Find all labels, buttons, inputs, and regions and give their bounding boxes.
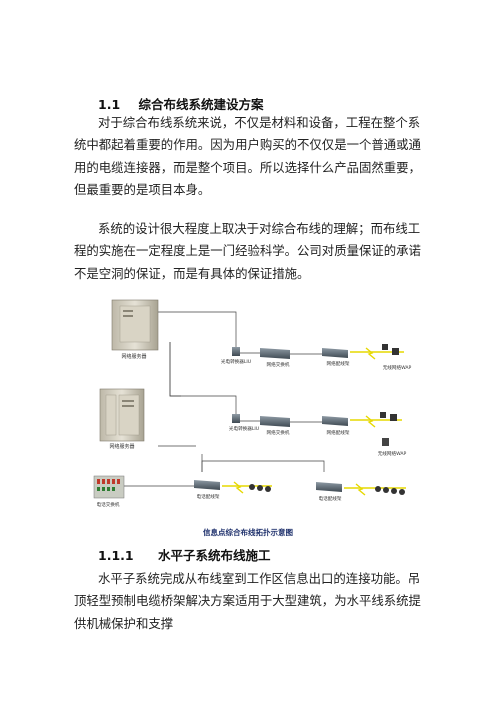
patch-panel-label: 网络配线架: [327, 360, 350, 367]
section-number: 1.1: [98, 97, 121, 112]
phone-panel-label: 电话配线架: [319, 495, 342, 502]
server-label: 网络服务器: [121, 353, 146, 360]
network-patch-panel-1: 网络配线架: [322, 348, 350, 367]
phone-patch-panel-2: 电话配线架: [316, 482, 406, 502]
server-label: 网络服务器: [109, 443, 134, 450]
phone-patch-panel-1: 电话配线架: [194, 480, 272, 500]
topology-diagram: 网络服务器 网络服务器 光电转换器LIU 光电转换器LIU 网络交换机 网络交换…: [93, 299, 412, 508]
switch-label: 网络交换机: [267, 429, 290, 436]
network-patch-panel-2: 网络配线架: [322, 416, 350, 436]
converter-label: 光电转换器LIU: [221, 358, 251, 365]
connection-lines: [124, 311, 325, 487]
subsection-title: 水平子系统布线施工: [157, 548, 271, 563]
network-switch-1: 网络交换机: [260, 348, 290, 368]
subsection-heading: 1.1.1 水平子系统布线施工: [98, 545, 270, 564]
wireless-ap-label: 无线网络WAP: [378, 450, 407, 457]
network-server-2: 网络服务器: [99, 388, 145, 450]
phone-panel-label: 电话配线架: [197, 493, 220, 500]
workstation-links-2: 无线网络WAP: [350, 412, 407, 457]
pbx-label: 电话交换机: [97, 501, 120, 508]
network-server-1: 网络服务器: [111, 299, 159, 360]
fiber-converter-2: 光电转换器LIU: [229, 414, 259, 432]
section-heading: 1.1 综合布线系统建设方案: [98, 94, 264, 113]
paragraph: 水平子系统完成从布线室到工作区信息出口的连接功能。吊顶轻型预制电缆桥架解决方案适…: [74, 571, 421, 631]
paragraph: 系统的设计很大程度上取决于对综合布线的理解；而布线工程的实施在一定程度上是一门经…: [74, 221, 421, 281]
telephone-exchange: 电话交换机: [93, 475, 125, 508]
paragraph: 对于综合布线系统来说，不仅是材料和设备，工程在整个系统中都起着重要的作用。因为用…: [74, 115, 421, 198]
wireless-ap-label: 无线网络WAP: [383, 364, 412, 371]
diagram-caption: 信息点综合布线拓扑示意图: [203, 528, 293, 537]
switch-label: 网络交换机: [267, 361, 290, 368]
fiber-converter-1: 光电转换器LIU: [221, 347, 251, 365]
workstation-links-1: 无线网络WAP: [350, 344, 412, 371]
network-switch-2: 网络交换机: [260, 416, 290, 436]
converter-label: 光电转换器LIU: [229, 425, 259, 432]
patch-panel-label: 网络配线架: [327, 429, 350, 436]
section-title: 综合布线系统建设方案: [138, 97, 264, 112]
subsection-number: 1.1.1: [98, 548, 134, 563]
